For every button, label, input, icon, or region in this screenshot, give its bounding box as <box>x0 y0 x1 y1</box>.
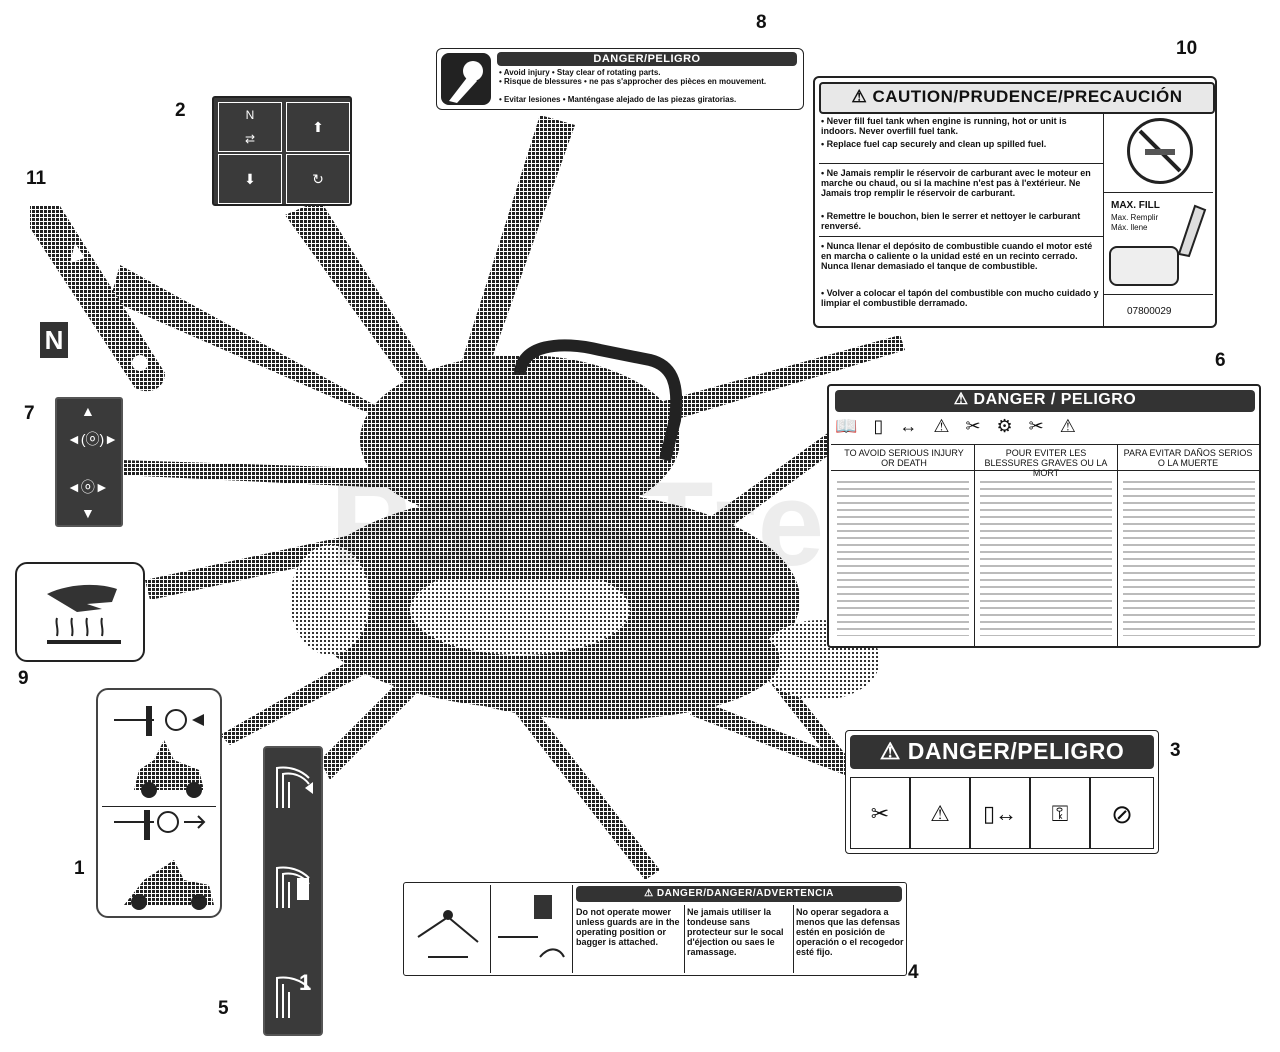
speed-fast-icon: ◄(ⓞ)► <box>67 431 119 447</box>
callout-7: 7 <box>24 403 35 424</box>
thrown-debris-icon <box>408 887 488 971</box>
watermark: PartsTree <box>330 457 896 591</box>
chute-guard-icon <box>494 887 570 971</box>
hand-cut-icon: ✂ <box>850 777 910 849</box>
decal-6-pictograms: 📖▯↔⚠✂⚙✂⚠ <box>835 416 1092 436</box>
callout-3: 3 <box>1170 740 1181 761</box>
speed-slow-icon: ◄ⓞ► <box>67 479 109 495</box>
leader-3 <box>690 700 850 775</box>
mower-body <box>290 339 880 720</box>
decal-4-col1: Do not operate mower unless guards are i… <box>576 907 680 947</box>
decal-6-text-en <box>837 476 969 636</box>
decal-3-danger: ⚠ DANGER/PELIGRO ✂ ⚠ ▯↔ ⚿ ⊘ <box>845 730 1159 854</box>
no-riders-icon: ⊘ <box>1090 777 1154 849</box>
blade-disengage-panel <box>104 810 216 914</box>
decal-3-header: ⚠ DANGER/PELIGRO <box>850 735 1154 769</box>
no-smoking-icon <box>1127 118 1193 184</box>
decal-11-n-icon: N <box>40 322 68 358</box>
control-turn-icon: ↻ <box>286 154 350 204</box>
decal-10-header-text: CAUTION/PRUDENCE/PRECAUCIÓN <box>872 87 1183 106</box>
keep-away-icon: ▯↔ <box>970 777 1030 849</box>
blade-lever-icon <box>114 706 204 798</box>
decal-10-es1: • Nunca llenar el depósito de combustibl… <box>821 241 1093 271</box>
fuel-nozzle-icon <box>1177 204 1207 258</box>
height-grass-icon <box>276 766 313 1018</box>
leader-7 <box>120 460 430 490</box>
decal-10-header: ⚠ CAUTION/PRUDENCE/PRECAUCIÓN <box>819 82 1215 114</box>
decal-4-danger: ⚠ DANGER/DANGER/ADVERTENCIA Do not opera… <box>403 882 907 976</box>
neutral-n: N <box>245 108 255 122</box>
decal-8-line1: • Avoid injury • Stay clear of rotating … <box>499 68 661 77</box>
decal-8-header: DANGER/PELIGRO <box>497 52 797 66</box>
decal-10-fr1: • Ne Jamais remplir le réservoir de carb… <box>821 168 1091 198</box>
decal-3-header-text: DANGER/PELIGRO <box>907 738 1125 764</box>
callout-11: 11 <box>26 168 47 189</box>
decal-6-danger: ⚠ DANGER / PELIGRO 📖▯↔⚠✂⚙✂⚠ TO AVOID SER… <box>827 384 1261 648</box>
decal-5-one: 1 <box>299 970 312 995</box>
decal-10-en2: • Replace fuel cap securely and clean up… <box>821 139 1047 149</box>
decal-4-header-text: DANGER/DANGER/ADVERTENCIA <box>656 888 834 899</box>
callout-5: 5 <box>218 998 229 1019</box>
arrow-up-icon: ▲ <box>81 403 95 419</box>
hand-rotating-parts-icon <box>441 53 491 105</box>
arrow-down-icon: ▼ <box>81 505 95 521</box>
callout-2: 2 <box>175 100 186 121</box>
control-neutral-icon: N⇄ <box>218 102 282 152</box>
decal-6-text-fr <box>980 476 1112 636</box>
decal-10-en1: • Never fill fuel tank when engine is ru… <box>821 116 1067 136</box>
decal-6-col3: PARA EVITAR DAÑOS SERIOS O LA MUERTE <box>1123 448 1253 468</box>
blade-engage-panel <box>104 700 216 804</box>
decal-4-col2: Ne jamais utiliser la tondeuse sans prot… <box>687 907 784 957</box>
remove-key-icon: ⚿ <box>1030 777 1090 849</box>
control-reverse-icon: ⬇ <box>218 154 282 204</box>
fuel-can-icon <box>1109 246 1179 286</box>
decal-8-line2: • Risque de blessures • ne pas s'approch… <box>499 77 767 86</box>
leader-8 <box>440 115 575 430</box>
control-forward-icon: ⬆ <box>286 102 350 152</box>
decal-2-controls: N⇄ ⬆ ⬇ ↻ <box>212 96 352 206</box>
decal-6-header-text: DANGER / PELIGRO <box>973 391 1137 408</box>
leader-2 <box>285 200 460 430</box>
warning-triangle-icon: ⚠ <box>851 87 873 106</box>
callout-6: 6 <box>1215 350 1226 371</box>
decal-10-caution: ⚠ CAUTION/PRUDENCE/PRECAUCIÓN • Never fi… <box>813 76 1217 328</box>
thrown-objects-icon: ⚠ <box>910 777 970 849</box>
callout-10: 10 <box>1176 38 1198 59</box>
callout-4: 4 <box>908 962 919 983</box>
decal-10-fr2: • Remettre le bouchon, bien le serrer et… <box>821 211 1081 231</box>
max-fill-label: MAX. FILL <box>1111 200 1160 211</box>
warning-triangle-icon: ⚠ <box>953 391 974 408</box>
decal-5-height-adjust: 1 <box>263 746 323 1036</box>
warning-triangle-icon: ⚠ <box>879 738 908 764</box>
max-fill-es: Máx. llene <box>1111 223 1148 232</box>
decal-9-hot-surface <box>15 562 145 662</box>
leader-11 <box>110 265 430 440</box>
decal-6-header: ⚠ DANGER / PELIGRO <box>835 390 1255 412</box>
leader-4 <box>505 690 660 880</box>
decal-6-text-es <box>1123 476 1255 636</box>
decal-6-col1: TO AVOID SERIOUS INJURY OR DEATH <box>844 448 964 468</box>
decal-11-lever <box>30 206 165 392</box>
warning-triangle-icon: ⚠ <box>644 888 657 899</box>
decal-8-danger: DANGER/PELIGRO • Avoid injury • Stay cle… <box>436 48 804 110</box>
operator-seat-icon <box>114 810 214 910</box>
decal-1-blade-control <box>96 688 222 918</box>
decal-4-header: ⚠ DANGER/DANGER/ADVERTENCIA <box>576 886 902 902</box>
callout-9: 9 <box>18 668 29 689</box>
decal-6-col2: POUR EVITER LES BLESSURES GRAVES OU LA M… <box>984 448 1108 478</box>
decal-8-line3: • Evitar lesiones • Manténgase alejado d… <box>499 95 737 104</box>
callout-1: 1 <box>74 858 85 879</box>
hot-surface-hand-icon <box>47 584 121 644</box>
decal-10-es2: • Volver a colocar el tapón del combusti… <box>821 288 1099 308</box>
decal-7-speed: ▲ ◄(ⓞ)► ◄ⓞ► ▼ <box>55 397 123 527</box>
decal-10-part-number: 07800029 <box>1127 306 1172 317</box>
decal-4-col3: No operar segadora a menos que las defen… <box>796 907 904 957</box>
max-fill-fr: Max. Remplir <box>1111 213 1159 222</box>
callout-8: 8 <box>756 12 767 33</box>
